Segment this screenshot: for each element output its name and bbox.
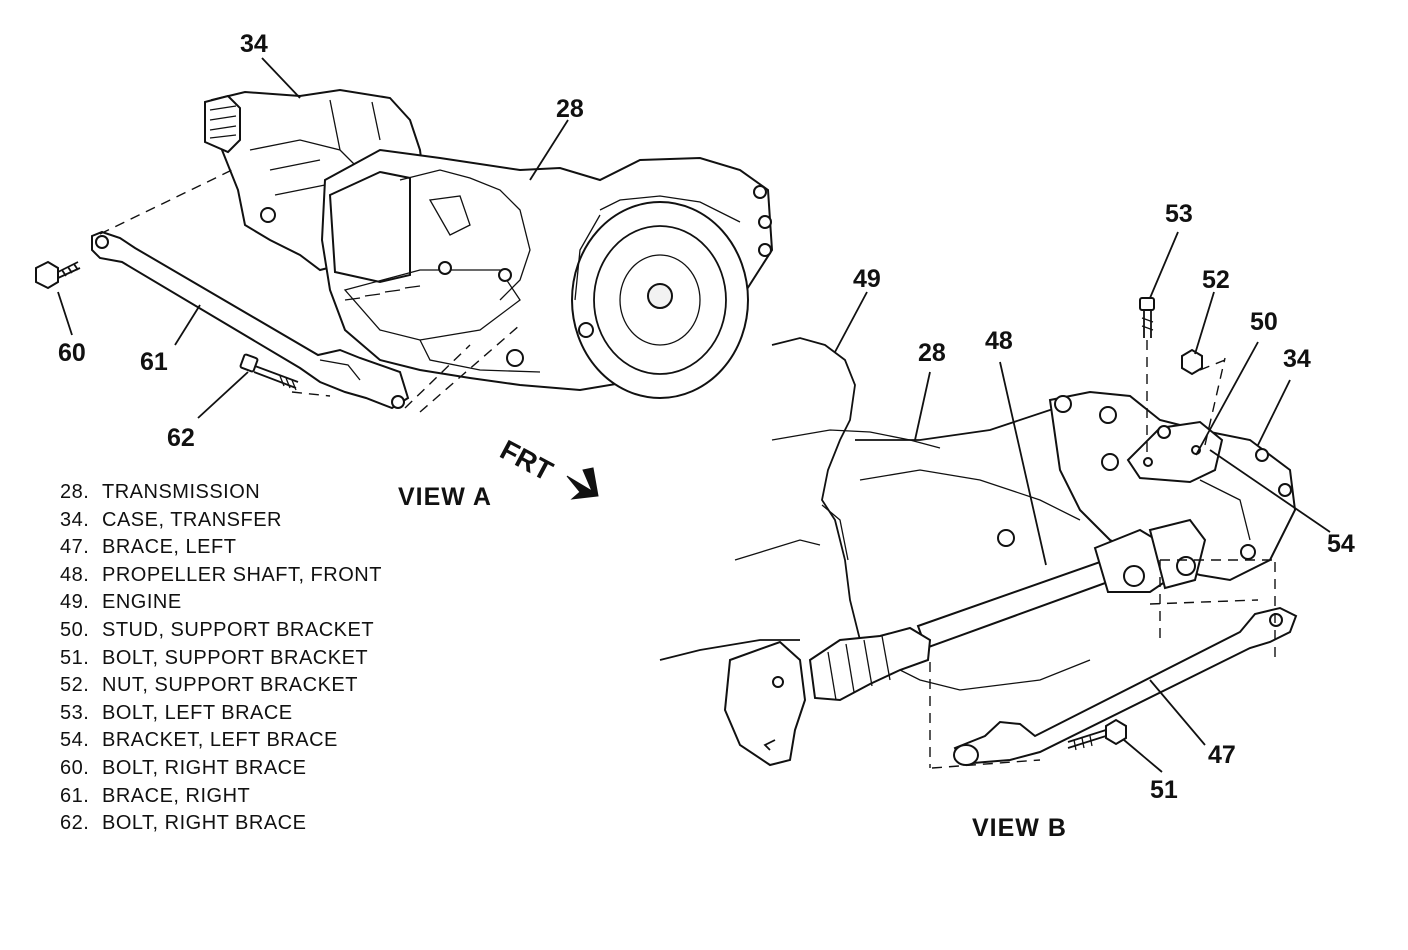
legend-item: 51. BOLT, SUPPORT BRACKET <box>60 645 382 673</box>
legend-number: 34. <box>60 508 90 531</box>
legend-text: BOLT, RIGHT BRACE <box>102 756 307 779</box>
left-brace-bracket-drawing <box>1126 420 1224 484</box>
callout-28: 28 <box>556 95 584 123</box>
legend-number: 49. <box>60 591 90 614</box>
view-a-title: VIEW A <box>398 483 492 511</box>
bolt-62-drawing <box>239 353 299 391</box>
legend-text: BOLT, SUPPORT BRACKET <box>102 646 369 669</box>
callout-62: 62 <box>167 424 195 452</box>
legend-item: 53. BOLT, LEFT BRACE <box>60 700 382 728</box>
legend-text: STUD, SUPPORT BRACKET <box>102 618 375 641</box>
legend-text: BRACE, LEFT <box>102 536 237 559</box>
legend-number: 62. <box>60 812 90 835</box>
legend-number: 50. <box>60 618 90 641</box>
legend-item: 60. BOLT, RIGHT BRACE <box>60 755 382 783</box>
legend-number: 54. <box>60 729 90 752</box>
right-brace-drawing <box>91 230 410 410</box>
view-b-leaders <box>834 231 1331 773</box>
legend-text: BRACKET, LEFT BRACE <box>102 729 338 752</box>
view-a-callouts: 34 28 60 61 62 <box>58 30 584 452</box>
bolt-60-drawing <box>35 260 81 290</box>
legend-number: 52. <box>60 674 90 697</box>
legend-item: 62. BOLT, RIGHT BRACE <box>60 810 382 838</box>
bolt-53-drawing <box>1139 297 1155 338</box>
callout-47: 47 <box>1208 741 1236 769</box>
legend-item: 48. PROPELLER SHAFT, FRONT <box>60 562 382 590</box>
callout-61: 61 <box>140 348 168 376</box>
legend-item: 34. CASE, TRANSFER <box>60 507 382 535</box>
nut-52-drawing <box>1181 348 1203 376</box>
transmission-drawing <box>320 148 774 399</box>
legend-text: BOLT, RIGHT BRACE <box>102 812 307 835</box>
view-a-leaders <box>57 57 569 419</box>
view-b-callouts: 53 52 49 50 28 48 34 54 47 51 <box>853 200 1355 804</box>
legend-text: BOLT, LEFT BRACE <box>102 701 293 724</box>
legend-item: 47. BRACE, LEFT <box>60 534 382 562</box>
legend-number: 28. <box>60 481 90 503</box>
legend-text: CASE, TRANSFER <box>102 508 282 531</box>
legend-text: ENGINE <box>102 591 182 614</box>
callout-54: 54 <box>1327 530 1355 558</box>
view-b-title: VIEW B <box>972 814 1067 842</box>
callout-50: 50 <box>1250 308 1278 336</box>
propeller-shaft-drawing <box>723 518 1207 767</box>
callout-34: 34 <box>240 30 268 58</box>
parts-legend: 28. TRANSMISSION 34. CASE, TRANSFER 47. BRA… <box>60 479 382 838</box>
front-direction-indicator: FRT <box>495 434 599 500</box>
legend-number: 47. <box>60 536 90 559</box>
legend-number: 61. <box>60 784 90 807</box>
callout-52: 52 <box>1202 266 1230 294</box>
legend-item: 28. TRANSMISSION <box>60 479 382 507</box>
legend-item: 61. BRACE, RIGHT <box>60 783 382 811</box>
callout-28-b: 28 <box>918 339 946 367</box>
legend-text: PROPELLER SHAFT, FRONT <box>102 563 382 586</box>
view-a-illustration <box>35 88 774 413</box>
bolt-51-drawing <box>1067 718 1127 751</box>
frt-arrow-icon <box>566 467 599 500</box>
callout-48: 48 <box>985 327 1013 355</box>
legend-number: 60. <box>60 756 90 779</box>
transfer-case-b-drawing <box>1048 390 1297 582</box>
legend-text: BRACE, RIGHT <box>102 784 251 807</box>
legend-item: 49. ENGINE <box>60 589 382 617</box>
legend-item: 52. NUT, SUPPORT BRACKET <box>60 672 382 700</box>
callout-49: 49 <box>853 265 881 293</box>
legend-text: NUT, SUPPORT BRACKET <box>102 674 358 697</box>
callout-51: 51 <box>1150 776 1178 804</box>
legend-number: 48. <box>60 563 90 586</box>
frt-label: FRT <box>495 434 558 487</box>
callout-60: 60 <box>58 339 86 367</box>
callout-53: 53 <box>1165 200 1193 228</box>
view-b-illustration <box>659 297 1298 769</box>
legend-item: 50. STUD, SUPPORT BRACKET <box>60 617 382 645</box>
legend-number: 51. <box>60 646 90 669</box>
callout-34-b: 34 <box>1283 345 1311 373</box>
legend-number: 53. <box>60 701 90 724</box>
engine-drawing <box>659 337 941 661</box>
legend-item: 54. BRACKET, LEFT BRACE <box>60 727 382 755</box>
legend-text: TRANSMISSION <box>102 481 261 503</box>
